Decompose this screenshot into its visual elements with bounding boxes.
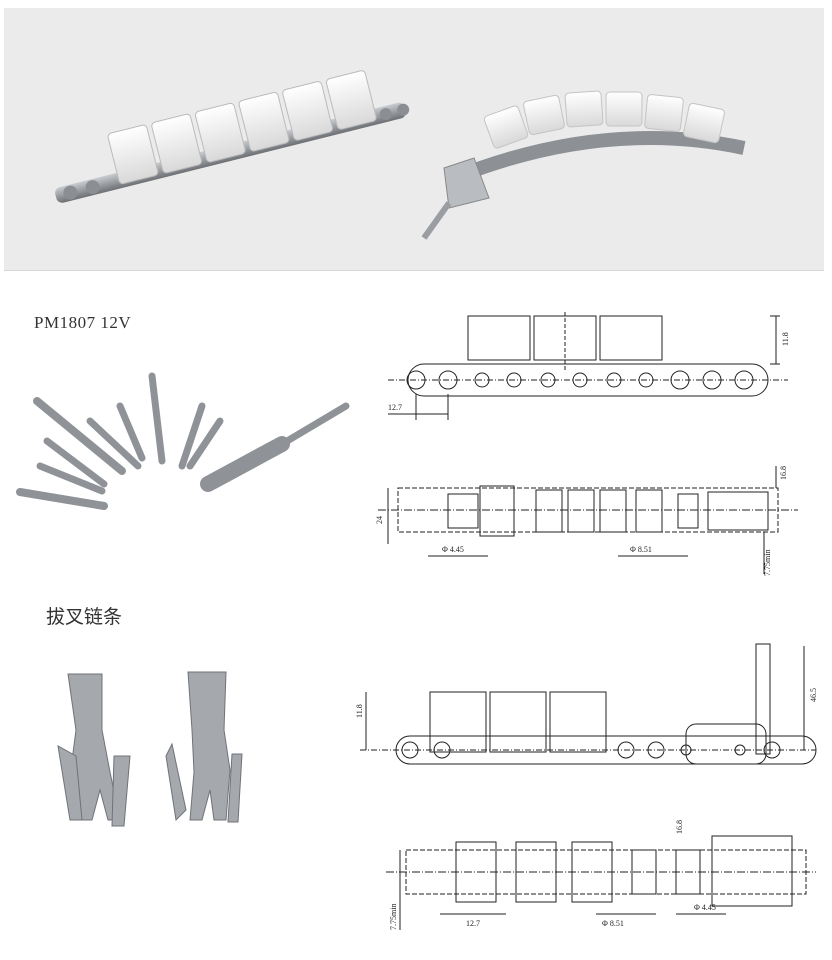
dim-top2-pin-dia: Φ 4.45 xyxy=(694,903,716,912)
drawing-side-view-2: 11.8 46.5 xyxy=(355,636,822,772)
dim-width: 24 xyxy=(375,516,384,524)
dim-pin-dia: Φ 4.45 xyxy=(442,545,464,554)
forks-graphic xyxy=(57,671,243,827)
pins-graphic xyxy=(16,372,350,510)
product-photo-chains xyxy=(4,8,824,271)
drawing-top-view-1: 24 16.8 Φ 4.45 Φ 8.51 7.75min xyxy=(368,448,808,578)
drawing-top-view-2: 16.8 7.75min 12.7 Φ 8.51 Φ 4.45 xyxy=(376,820,822,940)
dim-side2-height: 11.8 xyxy=(355,704,364,718)
dim-top2-roller-dia: Φ 8.51 xyxy=(602,919,624,928)
model-label: PM1807 12V xyxy=(34,313,132,332)
dim-fork-height: 46.5 xyxy=(809,688,818,702)
dim-height: 11.8 xyxy=(781,332,790,346)
drawing-side-view-1: 12.7 11.8 xyxy=(368,312,808,428)
chain-photo-graphic xyxy=(55,70,746,240)
dim-thickness: 16.8 xyxy=(779,466,788,480)
dim-top2-min-gap: 7.75min xyxy=(389,904,398,930)
section-title: 拔叉链条 xyxy=(46,606,123,628)
dim-min-gap: 7.75min xyxy=(763,550,772,576)
dim-pitch: 12.7 xyxy=(388,403,402,412)
dim-top2-thickness: 16.8 xyxy=(675,820,684,834)
pins-photo xyxy=(12,366,352,526)
dim-top2-pitch: 12.7 xyxy=(466,919,480,928)
forks-photo xyxy=(50,660,260,836)
dim-roller-dia: Φ 8.51 xyxy=(630,545,652,554)
